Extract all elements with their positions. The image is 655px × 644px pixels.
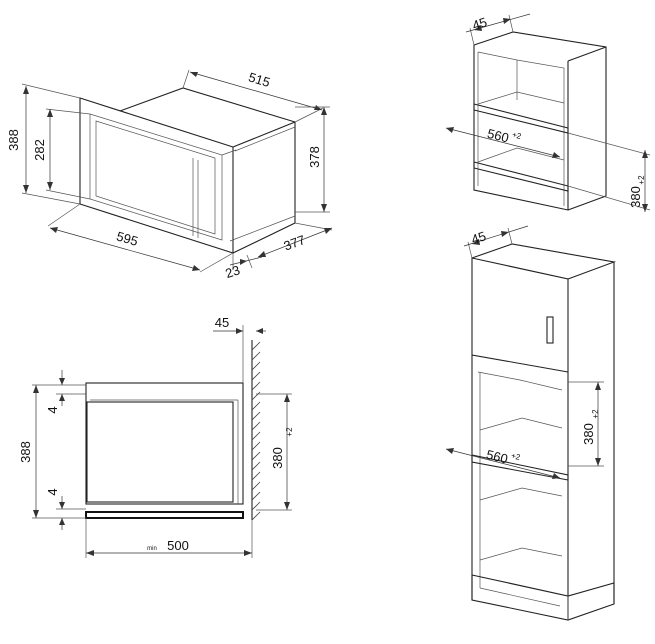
dim-top-height-inner: 282 [32,139,47,161]
dim-top-body-depth: 377 [282,232,308,254]
dim-top-width: 595 [115,228,140,248]
wall-shelf-bottom [473,161,569,192]
dim-top-depth-height: 378 [307,146,322,168]
dim-wall-top-depth: 45 [470,14,488,33]
front-glass-outer [89,113,223,241]
dim-tall-top-depth: 45 [469,228,487,247]
dim-wall-niche-width: 560 [486,126,511,146]
appliance-perspective: 388 282 515 378 595 23 [6,69,333,281]
dim-section-niche-tol: +2 [285,427,294,437]
tall-plinth [471,574,615,621]
dim-tall-niche-width-tol: +2 [510,451,522,462]
dim-wall-niche-width-tol: +2 [511,130,523,141]
dim-top-frame-depth: 23 [223,262,241,281]
tall-niche-shelf [471,454,569,481]
dim-section-height: 388 [18,441,33,463]
dim-tall-niche-height-tol: +2 [591,409,600,419]
tall-cabinet: 45 560 +2 380 +2 [445,225,617,621]
front-glass-inner [95,120,216,235]
dim-top-height-total: 388 [6,129,21,151]
dim-section-gap-top: 4 [45,406,60,413]
dim-section-depth: 500 [167,538,189,553]
dim-section-niche-height: 380 [270,447,285,469]
dim-tall-niche-width: 560 [485,447,510,467]
wall-hatch [251,341,261,521]
dim-tall-niche-height: 380 [581,423,596,445]
side-section: 45 388 4 4 380 +2 [18,315,294,558]
dim-wall-niche-height-tol: +2 [637,175,646,185]
dim-section-min-label: min [147,546,157,552]
section-shelf [85,511,244,519]
tall-door-handle [546,316,554,344]
section-appliance [85,382,244,505]
dim-top-depth: 515 [247,69,272,90]
front-frame [79,97,234,254]
dim-section-gap-bottom: 4 [45,488,60,495]
dim-section-top-offset: 45 [215,315,229,330]
wall-cabinet: 45 560 +2 380 +2 [445,13,651,212]
tall-upper-door [471,257,569,373]
dim-wall-niche-height: 380 [628,186,643,208]
